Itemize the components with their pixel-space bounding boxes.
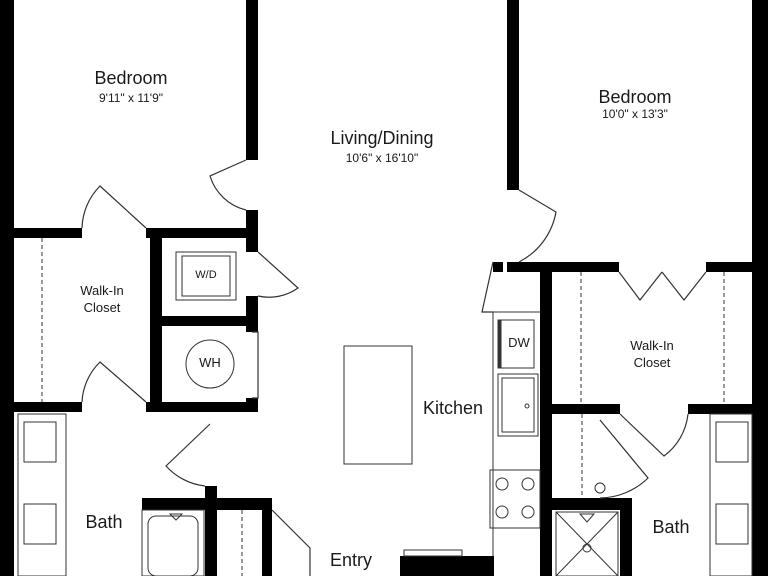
wall-closet-left-bottom-b (146, 402, 258, 412)
shower-drain (582, 543, 592, 553)
bath-left-name: Bath (85, 512, 123, 532)
wall-bedroom-right-left (507, 0, 519, 190)
shower-head (578, 513, 596, 523)
wall-right-exterior-upper (752, 0, 768, 270)
washer-dryer-label: W/D (195, 269, 217, 281)
doors (81, 159, 707, 576)
sink-left-2 (23, 503, 57, 545)
burner-3 (495, 505, 509, 519)
wall-closet-left-right (150, 228, 162, 412)
kitchen-name: Kitchen (422, 398, 484, 418)
wall-wd-right-top (246, 242, 258, 252)
washer-dryer-box (175, 251, 237, 301)
dishwasher-label: DW (508, 335, 530, 350)
door-bedroom-right (518, 189, 557, 263)
wall-left-exterior (0, 0, 14, 576)
wall-bath-left-divider (205, 486, 217, 576)
tub-left (141, 509, 205, 576)
shower-right (555, 511, 619, 576)
bedroom-right-name: Bedroom (598, 87, 672, 107)
wall-wd-right-bottom (246, 296, 258, 326)
door-closet-left-top (81, 185, 147, 229)
door-entry-left-swing (271, 509, 311, 576)
kitchen-sink-outer (497, 373, 539, 437)
entry-name: Entry (329, 550, 373, 570)
burner-1 (495, 477, 509, 491)
wall-wh-right-top (246, 326, 258, 332)
wall-closet-right-bottom-b (688, 404, 768, 414)
wall-entry-left (262, 498, 272, 576)
wall-bedroom-right-bottom-b (706, 262, 768, 272)
wall-kitchen-top-stub (493, 262, 503, 272)
sink-left-1 (23, 421, 57, 463)
living-dining-dims: 10'6" x 16'10" (345, 151, 419, 165)
bedroom-left-dims: 9'11" x 11'9" (98, 91, 164, 105)
door-wh (252, 331, 259, 399)
door-bath-left (165, 423, 211, 487)
bath-right-name: Bath (652, 517, 690, 537)
entry-counter-top (403, 549, 463, 557)
wall-bedroom-right-bottom-a (507, 262, 619, 272)
door-wd (257, 251, 299, 298)
tub-left-inner (147, 515, 199, 576)
wall-bath-right-shower-right (620, 498, 632, 576)
closet-right-line2: Closet (633, 355, 671, 370)
bedroom-right-dims: 10'0" x 13'3" (602, 107, 668, 121)
kitchen-island (343, 345, 413, 465)
closet-left-line1: Walk-In (80, 283, 124, 298)
door-closet-right-bottom (619, 413, 689, 457)
door-closet-right-bifold-right (661, 271, 707, 301)
sink-right-2 (715, 503, 749, 545)
wall-bedroom-left-right (246, 0, 258, 160)
wall-wd-wh-divider (162, 316, 258, 326)
wall-bedroom-left-bottom-b (146, 228, 258, 238)
door-pantry (481, 261, 494, 313)
tub-faucet-left (168, 513, 184, 521)
wall-entry-counter (400, 556, 494, 576)
kitchen-sink-inner (501, 377, 535, 433)
living-dining-name: Living/Dining (330, 128, 434, 148)
bedroom-left-name: Bedroom (94, 68, 168, 88)
water-heater-label: WH (199, 355, 221, 370)
wall-closet-left-bottom-a (0, 402, 82, 412)
range-box (489, 469, 541, 529)
water-heater-circle (185, 339, 235, 389)
door-bath-right (599, 419, 649, 499)
dishwasher-box (497, 319, 535, 369)
door-bedroom-left (209, 159, 247, 211)
washer-dryer-inner (181, 255, 231, 297)
door-closet-right-bifold-left (618, 271, 663, 301)
vanity-right (709, 413, 753, 576)
kitchen-faucet (524, 403, 530, 409)
wall-bath-right-shower-top (552, 498, 632, 510)
fixtures (17, 238, 753, 576)
burner-2 (521, 477, 535, 491)
wall-bedroom-left-bottom-a (0, 228, 82, 238)
toilet-right (594, 482, 606, 494)
sink-right-1 (715, 421, 749, 463)
door-closet-left-bottom (81, 361, 147, 403)
wall-closet-right-bottom-a (540, 404, 620, 414)
closet-right-line1: Walk-In (630, 338, 674, 353)
vanity-left (17, 413, 67, 576)
wall-right-exterior-lower (752, 270, 768, 576)
closet-left-line2: Closet (83, 300, 121, 315)
burner-4 (521, 505, 535, 519)
wall-kitchen-right (540, 262, 552, 576)
